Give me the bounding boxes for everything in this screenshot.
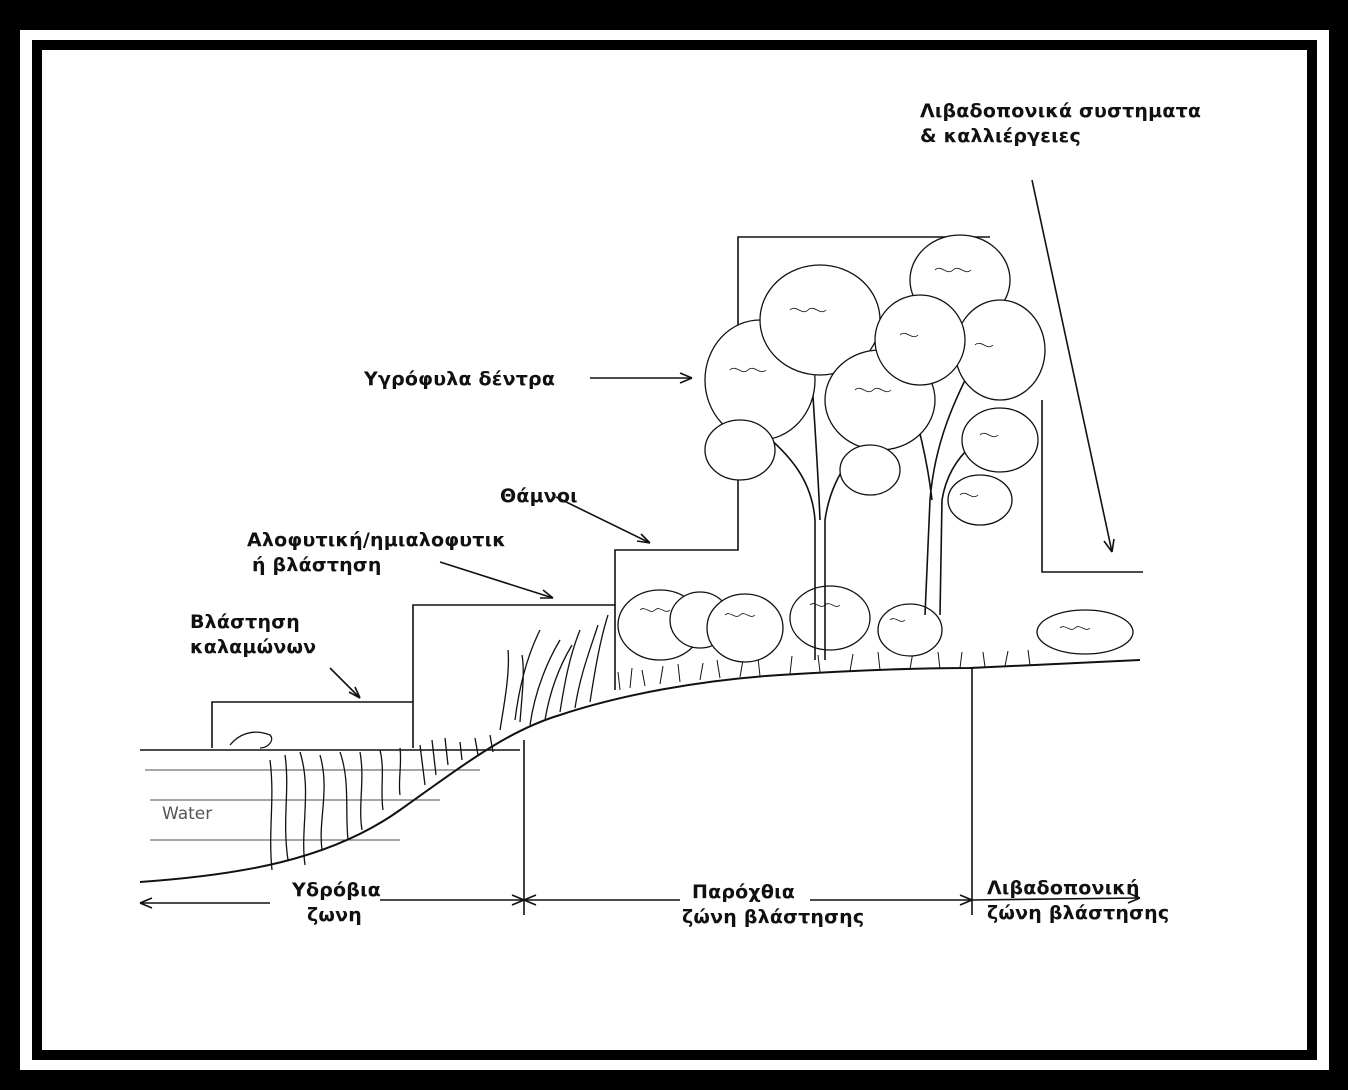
halophyte-height-outline bbox=[413, 605, 615, 702]
aquatic-zone-label-line1: Υδρόβια bbox=[292, 878, 381, 902]
aquatic-zone-label-line2: ζωνη bbox=[307, 903, 362, 927]
halophyte-label-arrow bbox=[440, 562, 553, 598]
diagram-canvas: Λιβαδοπονικά συστηματα & καλλιέργειες Υγ… bbox=[42, 50, 1307, 1050]
shrub-height-outline bbox=[615, 490, 738, 605]
reed-label-arrow bbox=[330, 668, 360, 698]
reed-height-outline bbox=[212, 702, 413, 748]
riparian-zone-label-line1: Παρόχθια bbox=[692, 880, 795, 904]
shrubs-label: Θάμνοι bbox=[500, 484, 578, 508]
meadow-label-arrow bbox=[1032, 180, 1112, 552]
reed-label-line1: Βλάστηση bbox=[190, 610, 300, 634]
reed-label-line2: καλαμώνων bbox=[190, 635, 316, 659]
meadow-systems-label-line2: & καλλιέργειες bbox=[920, 124, 1081, 148]
water-label: Water bbox=[162, 804, 212, 824]
hygrophilous-trees-label: Υγρόφυλα δέντρα bbox=[364, 367, 555, 391]
meadow-systems-label-line1: Λιβαδοπονικά συστηματα bbox=[920, 99, 1201, 123]
halophytic-label-line1: Αλοφυτική/ημιαλοφυτικ bbox=[247, 528, 506, 552]
halophytic-label-line2: ή βλάστηση bbox=[252, 553, 382, 577]
meadow-zone-label-line2: ζώνη βλάστησης bbox=[987, 901, 1169, 925]
riparian-zone-illustration bbox=[42, 50, 1307, 1050]
meadow-height-outline bbox=[1042, 400, 1143, 572]
shrubs-drawing bbox=[618, 586, 1133, 662]
meadow-zone-label-line1: Λιβαδοπονική bbox=[987, 876, 1140, 900]
riparian-zone-label-line2: ζώνη βλάστησης bbox=[682, 905, 864, 929]
ground-profile bbox=[140, 660, 1140, 882]
tree-canopies bbox=[705, 235, 1045, 525]
